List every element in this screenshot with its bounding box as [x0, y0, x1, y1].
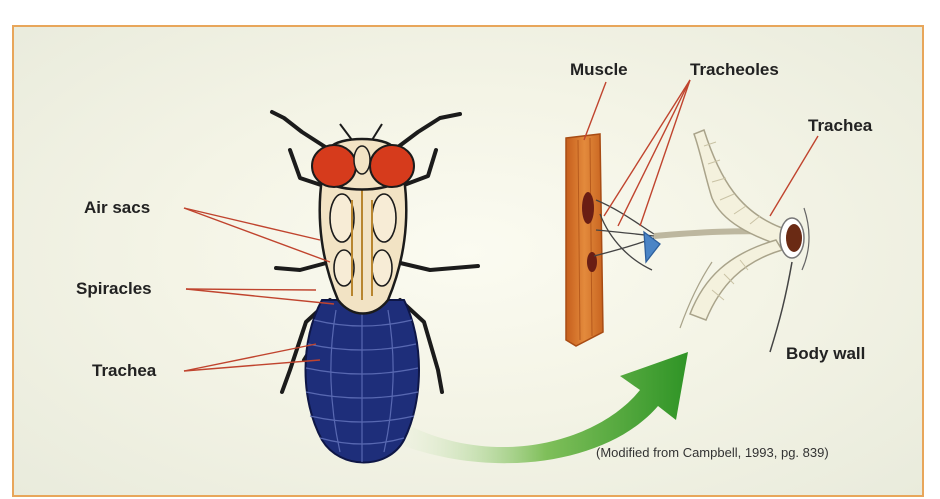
label-body-wall: Body wall — [786, 344, 865, 364]
fruit-fly-illustration — [272, 112, 478, 463]
label-air-sacs: Air sacs — [84, 198, 150, 218]
citation: (Modified from Campbell, 1993, pg. 839) — [596, 445, 829, 460]
muscle-fiber-illustration — [566, 134, 603, 346]
trachea-branch-illustration — [654, 130, 809, 352]
label-trachea-right: Trachea — [808, 116, 872, 136]
left-eye — [312, 145, 356, 187]
label-tracheoles: Tracheoles — [690, 60, 779, 80]
label-muscle: Muscle — [570, 60, 628, 80]
label-spiracles: Spiracles — [76, 279, 152, 299]
label-trachea-left: Trachea — [92, 361, 156, 381]
right-eye — [370, 145, 414, 187]
tracheoles-illustration — [594, 200, 660, 270]
